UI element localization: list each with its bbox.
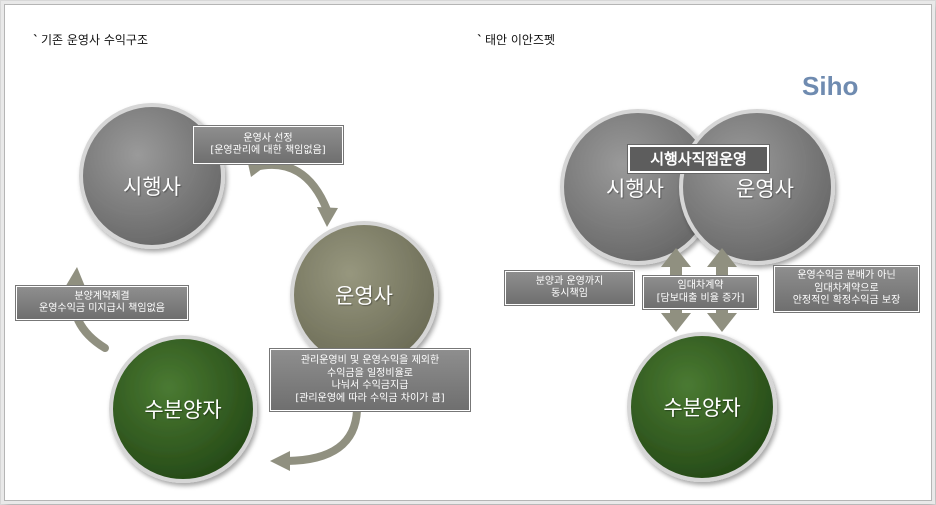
arrowhead-1 (317, 207, 338, 227)
box-operator-selection: 운영사 선정 [운영관리에 대한 책임없음] (193, 126, 343, 164)
right-developer-label: 시행사 (606, 177, 664, 201)
box-sale-contract: 분양계약체결 운영수익금 미지급시 책임없음 (16, 286, 188, 320)
left-heading: `기존 운영사 수익구조 (33, 31, 148, 48)
diagram-frame: `기존 운영사 수익구조 `태안 이안즈펫 Siho 시행사 운영사 수분양자 … (4, 4, 932, 501)
box-line: 운영수익금 미지급시 책임없음 (39, 303, 165, 314)
arrow-operator-to-buyer (283, 406, 361, 465)
left-developer-label: 시행사 (123, 175, 181, 199)
box-stable-income: 운영수익금 분배가 아닌 임대차계약으로 안정적인 확정수익금 보장 (774, 266, 919, 312)
box-line: 운영수익금 분배가 아닌 (797, 270, 896, 282)
left-heading-mark: ` (33, 33, 39, 47)
box-line: 수익금을 일정비율로 (327, 367, 413, 379)
right-heading: `태안 이안즈펫 (477, 31, 555, 48)
arrowhead-3 (64, 267, 86, 289)
box-line: 동시책임 (551, 288, 588, 299)
box-line: [관리운영에 따라 수익금 차이가 큼] (295, 392, 445, 404)
left-buyer-circle (109, 335, 257, 483)
right-heading-text: 태안 이안즈펫 (485, 33, 556, 47)
box-line: 임대차계약으로 (814, 282, 879, 294)
box-line: 임대차계약 (677, 280, 724, 291)
left-heading-text: 기존 운영사 수익구조 (41, 33, 148, 47)
left-operator-label: 운영사 (335, 284, 393, 308)
right-buyer-label: 수분양자 (663, 396, 741, 420)
box-line: 분양과 운영까지 (535, 275, 604, 287)
box-revenue-share: 관리운영비 및 운영수익을 제외한 수익금을 일정비율로 나눠서 수익금지급 [… (270, 349, 470, 411)
box-line: 관리운영비 및 운영수익을 제외한 (300, 355, 440, 366)
brand-logo-text: Siho (802, 71, 859, 101)
box-line: 나눠서 수익금지급 (331, 380, 409, 391)
box-line: [운영관리에 대한 책임없음] (210, 145, 326, 156)
diagram-canvas (64, 103, 835, 483)
box-line: 안정적인 확정수익금 보장 (792, 295, 901, 307)
right-heading-mark: ` (477, 33, 483, 47)
box-lease-contract: 임대차계약 [담보대출 비율 증가] (643, 276, 758, 309)
box-line: 분양계약체결 (74, 290, 130, 302)
direct-operation-pill: 시행사직접운영 (628, 145, 769, 173)
left-developer-circle (79, 103, 225, 249)
right-operator-label: 운영사 (736, 177, 794, 201)
arrow-developer-to-operator (251, 160, 331, 214)
box-sale-to-operation: 분양과 운영까지 동시책임 (505, 271, 634, 305)
arrowhead-2 (270, 451, 290, 471)
right-buyer-circle (627, 332, 777, 482)
box-line: 운영사 선정 (243, 132, 293, 144)
box-line: [담보대출 비율 증가] (656, 292, 745, 304)
left-buyer-label: 수분양자 (144, 398, 222, 422)
